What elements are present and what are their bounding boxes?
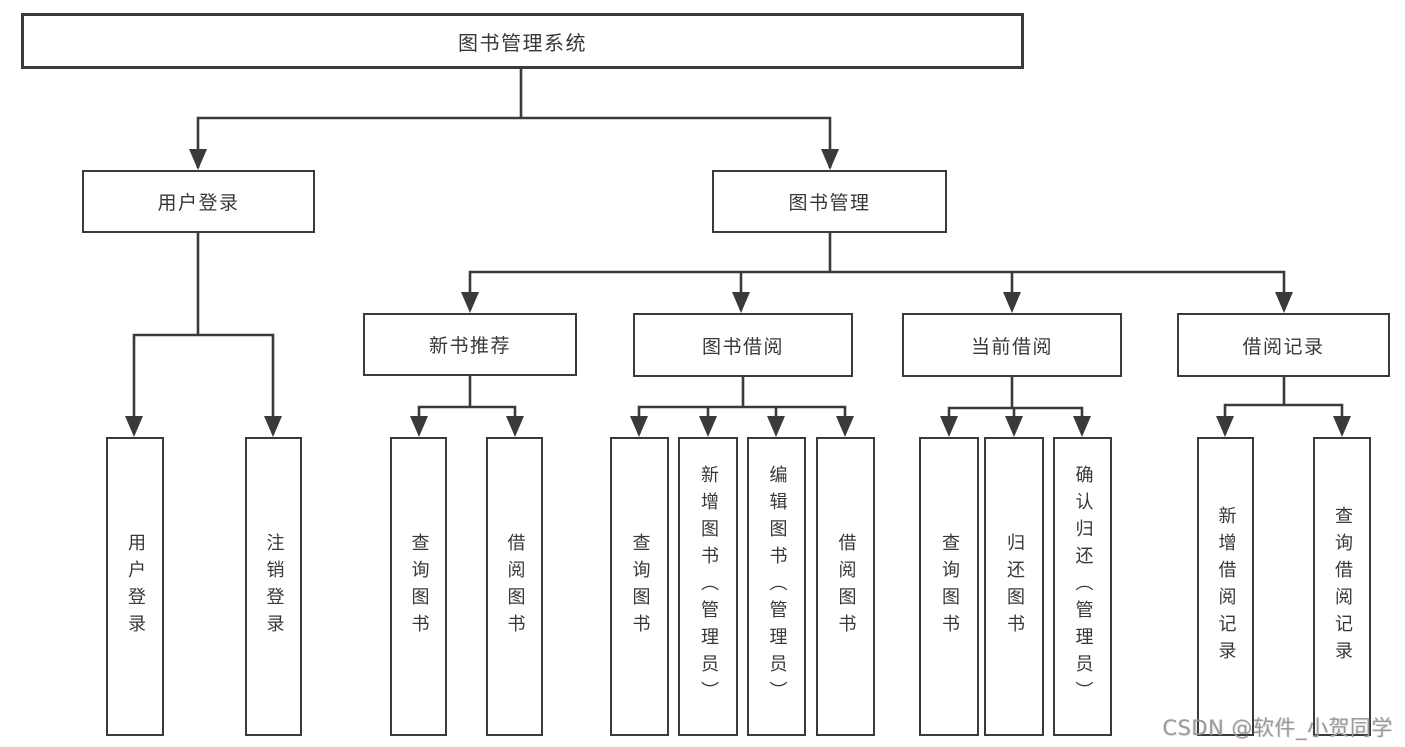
leaf-add-book-admin-label: 新增图书（管理员） xyxy=(698,465,719,708)
leaf-user-login-label: 用户登录 xyxy=(125,532,146,641)
connector-paths xyxy=(132,68,1344,434)
leaf-borrow-books-label: 借阅图书 xyxy=(835,532,857,641)
node-current-borrow: 当前借阅 xyxy=(902,313,1122,377)
node-root-label: 图书管理系统 xyxy=(458,30,587,55)
csdn-watermark: CSDN @软件_小贺同学 xyxy=(1162,716,1393,740)
leaf-borrow-books-recommend-label: 借阅图书 xyxy=(504,532,526,641)
leaf-query-books-current-label: 查询图书 xyxy=(939,532,960,641)
node-book-management-label: 图书管理 xyxy=(788,192,871,214)
leaf-query-books-borrow: 查询图书 xyxy=(610,437,669,736)
leaf-query-books-current: 查询图书 xyxy=(919,437,979,736)
node-book-borrow-label: 图书借阅 xyxy=(701,335,784,358)
leaf-confirm-return-admin-label: 确认归还（管理员） xyxy=(1072,465,1094,708)
leaf-query-borrow-record: 查询借阅记录 xyxy=(1313,437,1371,736)
leaf-query-books-recommend: 查询图书 xyxy=(390,437,447,736)
node-new-book-recommend-label: 新书推荐 xyxy=(428,335,511,357)
leaf-logout: 注销登录 xyxy=(245,437,302,736)
leaf-edit-book-admin-label: 编辑图书（管理员） xyxy=(766,465,788,708)
leaf-user-login: 用户登录 xyxy=(106,437,164,736)
leaf-add-borrow-record-label: 新增借阅记录 xyxy=(1215,505,1237,668)
node-user-login-label: 用户登录 xyxy=(157,192,240,214)
node-current-borrow-label: 当前借阅 xyxy=(970,335,1053,358)
leaf-logout-label: 注销登录 xyxy=(263,532,285,641)
leaf-query-books-borrow-label: 查询图书 xyxy=(629,532,651,641)
leaf-return-book: 归还图书 xyxy=(984,437,1044,736)
node-borrow-records-label: 借阅记录 xyxy=(1242,335,1325,358)
leaf-confirm-return-admin: 确认归还（管理员） xyxy=(1053,437,1112,736)
node-book-borrow: 图书借阅 xyxy=(633,313,853,377)
node-new-book-recommend: 新书推荐 xyxy=(363,313,577,376)
leaf-return-book-label: 归还图书 xyxy=(1004,532,1025,641)
leaf-borrow-books: 借阅图书 xyxy=(816,437,875,736)
leaf-borrow-books-recommend: 借阅图书 xyxy=(486,437,543,736)
leaf-add-book-admin: 新增图书（管理员） xyxy=(678,437,738,736)
node-book-management: 图书管理 xyxy=(712,170,947,233)
arrowheads xyxy=(125,149,1351,437)
node-root-system: 图书管理系统 xyxy=(21,13,1024,69)
leaf-query-books-recommend-label: 查询图书 xyxy=(408,532,430,641)
node-borrow-records: 借阅记录 xyxy=(1177,313,1390,377)
leaf-add-borrow-record: 新增借阅记录 xyxy=(1197,437,1254,736)
leaf-query-borrow-record-label: 查询借阅记录 xyxy=(1332,505,1353,668)
node-user-login: 用户登录 xyxy=(82,170,315,233)
leaf-edit-book-admin: 编辑图书（管理员） xyxy=(747,437,806,736)
